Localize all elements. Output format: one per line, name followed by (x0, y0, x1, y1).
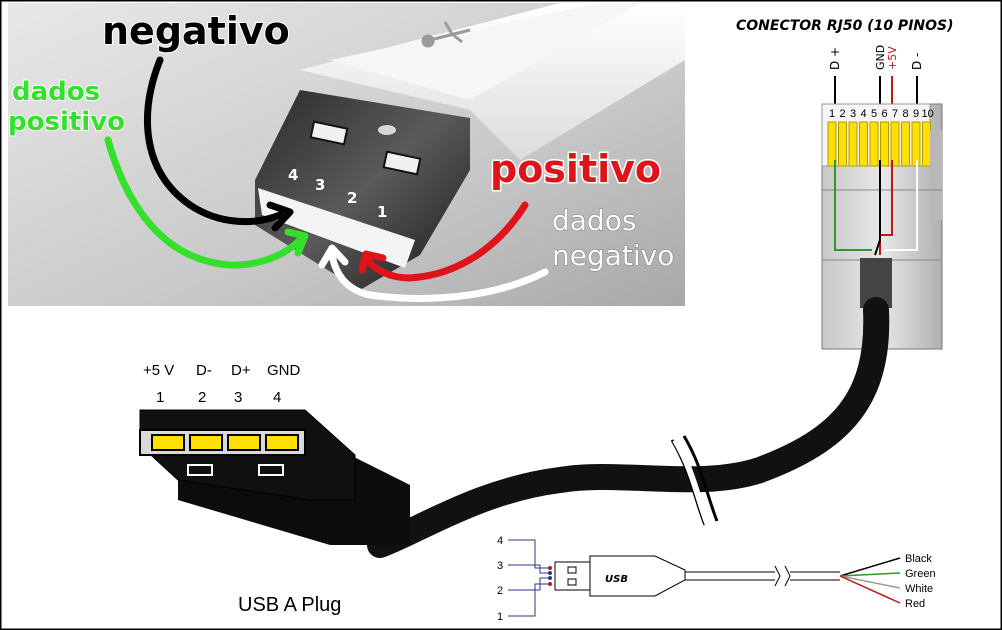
usb-a-plug-caption: USB A Plug (238, 594, 341, 616)
cable-break-marks (670, 435, 719, 527)
arrow-dados-negativo (328, 251, 549, 302)
rj50-pin-number-2: 2 (840, 108, 846, 120)
rj50-connector: CONECTOR RJ50 (10 PINOS) D + GND +5V D -… (736, 18, 954, 350)
usb-signal-gnd: GND (267, 362, 301, 379)
usb-photo-panel: 4 3 2 1 negativo dados positivo positivo… (7, 3, 685, 306)
photo-pin-3: 3 (315, 176, 325, 194)
usb-shell-slot-left (187, 464, 213, 476)
label-dados-negativo-line1: dados (552, 204, 636, 237)
rj50-label-dplus: D + (828, 47, 842, 70)
rj50-wire-white (885, 160, 918, 251)
rj50-contact-1 (827, 121, 837, 167)
schematic-wire-green (839, 572, 901, 577)
rj50-contact-6 (880, 121, 889, 167)
label-negativo: negativo (102, 9, 290, 53)
rj50-contact-5 (869, 121, 879, 167)
rj50-label-5v: +5V (886, 46, 899, 70)
usb-contact-2 (189, 434, 223, 451)
photo-pin-2: 2 (347, 189, 357, 207)
rj50-pin-number-5: 5 (871, 108, 877, 120)
usb-shell-slot-right (258, 464, 284, 476)
rj50-pin-number-3: 3 (850, 108, 856, 120)
arrow-negativo (144, 56, 284, 226)
usb-signal-dminus: D- (196, 362, 212, 379)
usb-pin-num-4: 4 (273, 389, 281, 406)
rj50-wire-green (834, 160, 872, 251)
rj50-pin-number-9: 9 (913, 108, 919, 120)
rj50-wire-black (874, 160, 881, 256)
rj50-wire-red (879, 160, 893, 255)
rj50-pin-number-1: 1 (829, 108, 835, 120)
rj50-pin-number-10: 10 (922, 108, 934, 120)
label-dados-positivo-line1: dados (12, 77, 100, 107)
usb-signal-5v: +5 V (143, 362, 174, 379)
usb-plastic-insert (258, 188, 415, 268)
rj50-contact-8 (901, 121, 910, 167)
label-dados-negativo-line2: negativo (552, 239, 674, 272)
rj50-label-gnd: GND (874, 45, 887, 70)
schematic-pin-3: 3 (497, 560, 503, 572)
rj50-contact-2 (838, 121, 847, 167)
photo-pin-4: 4 (288, 166, 298, 184)
rj50-pin-contacts (827, 121, 931, 167)
schematic-pin-1: 1 (497, 611, 503, 623)
arrow-positivo (364, 201, 529, 282)
schematic-wires (839, 557, 901, 604)
schematic-wire-black (839, 557, 901, 577)
arrow-dados-positivo (104, 136, 304, 269)
black-cable (367, 297, 890, 558)
label-dados-positivo-line2: positivo (8, 107, 125, 137)
usb-signal-dplus: D+ (231, 362, 251, 379)
label-positivo: positivo (490, 147, 661, 191)
usb-pin-num-1: 1 (156, 389, 164, 406)
rj50-title: CONECTOR RJ50 (10 PINOS) (736, 18, 954, 34)
schematic-wire-label-white: White (905, 583, 933, 595)
schematic-wire-label-green: Green (905, 568, 936, 580)
rj50-contact-9 (911, 121, 921, 167)
usb-pin-num-3: 3 (234, 389, 242, 406)
rj50-label-dminus: D - (910, 53, 924, 70)
schematic-pin-leads (508, 539, 550, 617)
rj50-contact-10 (922, 121, 931, 167)
rj50-contact-4 (859, 121, 868, 167)
schematic-pin-4: 4 (497, 535, 503, 547)
rj50-contact-7 (890, 121, 900, 167)
schematic-wire-white (839, 575, 901, 589)
schematic-pin-2: 2 (497, 585, 503, 597)
rj50-pin-number-6: 6 (882, 108, 888, 120)
rj50-contact-3 (848, 121, 858, 167)
schematic-wire-red (839, 575, 901, 604)
usb-pin-num-2: 2 (198, 389, 206, 406)
schematic-usb-plug-tip (554, 561, 591, 591)
shell-hole-right (382, 150, 422, 176)
schematic-cable-break (774, 565, 791, 587)
usb-metal-shell (255, 90, 470, 290)
usb-contact-3 (227, 434, 261, 451)
shell-hole-left (309, 120, 349, 146)
rj50-pin-number-8: 8 (903, 108, 909, 120)
usb-contact-4 (265, 434, 299, 451)
schematic-wire-label-black: Black (905, 553, 932, 565)
rj50-pin-number-7: 7 (892, 108, 898, 120)
rj50-pin-number-4: 4 (861, 108, 867, 120)
usb-a-plug-diagram: +5 V D- D+ GND 1 2 3 4 USB A Plug (139, 362, 410, 616)
usb-contact-1 (151, 434, 185, 451)
schematic-usb-label: USB (605, 574, 628, 585)
photo-pin-1: 1 (377, 203, 387, 221)
schematic-wire-label-red: Red (905, 598, 925, 610)
usb-logo-icon (421, 21, 471, 48)
